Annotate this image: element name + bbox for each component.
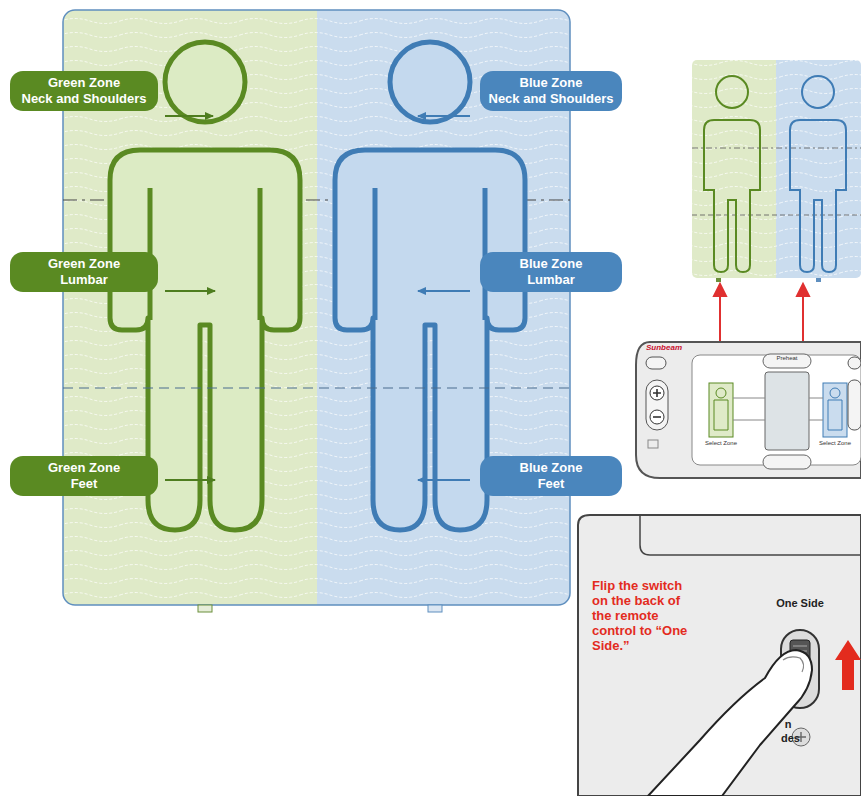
remote-control: [636, 342, 861, 478]
plug-tab: [198, 605, 212, 612]
switch-position: des: [781, 732, 811, 745]
callout-text: Lumbar: [488, 272, 614, 288]
zone-line: [63, 388, 570, 389]
callout-text: Green Zone: [18, 256, 150, 272]
plug-tab: [428, 605, 442, 612]
button-label: Select Zone: [814, 440, 856, 447]
plug-tab: [716, 278, 721, 282]
switch-position: n: [781, 718, 795, 731]
callout-text: Green Zone: [18, 460, 150, 476]
switch-position: One Side: [770, 596, 830, 610]
switch-inset: [578, 515, 861, 796]
zone-callout: Green ZoneNeck and Shoulders: [10, 71, 158, 111]
zone-callout: Green ZoneFeet: [10, 456, 158, 496]
thumb-blue-figure: [790, 76, 846, 272]
brand-logo: Sunbeam: [646, 343, 690, 353]
callout-text: Blue Zone: [488, 256, 614, 272]
zone-callout: Blue ZoneNeck and Shoulders: [480, 71, 622, 111]
button-label: Select Zone: [700, 440, 742, 447]
button-label: Preheat: [763, 355, 811, 362]
leader-arrows: [165, 116, 470, 480]
callout-text: Neck and Shoulders: [488, 91, 614, 107]
callout-text: Neck and Shoulders: [18, 91, 150, 107]
callout-text: Green Zone: [18, 75, 150, 91]
callout-text: Lumbar: [18, 272, 150, 288]
callout-text: Feet: [18, 476, 150, 492]
instruction-note: Flip the switch on the back of the remot…: [592, 578, 692, 653]
thumbnail-mattress: [692, 60, 861, 278]
thumb-green-figure: [704, 76, 760, 272]
callout-text: Feet: [488, 476, 614, 492]
callout-text: Blue Zone: [488, 75, 614, 91]
plug-tab: [816, 278, 821, 282]
zone-callout: Blue ZoneLumbar: [480, 252, 622, 292]
zone-callout: Blue ZoneFeet: [480, 456, 622, 496]
zone-callout: Green ZoneLumbar: [10, 252, 158, 292]
callout-text: Blue Zone: [488, 460, 614, 476]
